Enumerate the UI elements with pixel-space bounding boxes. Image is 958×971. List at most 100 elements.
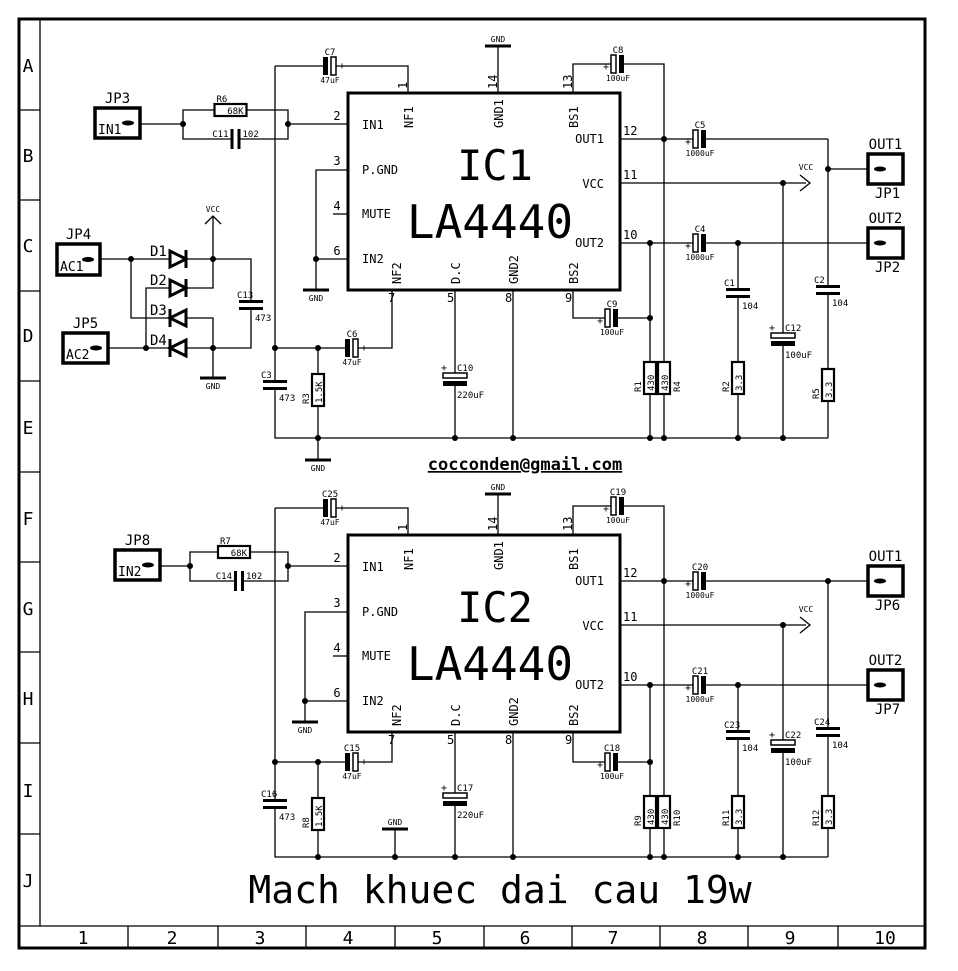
ic-pin-number: 4 bbox=[333, 641, 340, 655]
ic-pin-name: VCC bbox=[582, 177, 604, 191]
out2-capacitor-plate bbox=[692, 233, 699, 253]
zobel1-capacitor-plate bbox=[816, 285, 840, 288]
ac1-connector-top-label: JP4 bbox=[66, 227, 91, 243]
col-label: 1 bbox=[78, 928, 89, 949]
zobel2-capacitor-ref: C1 bbox=[724, 279, 735, 289]
nf2-capacitor-plate bbox=[352, 338, 359, 358]
out2-capacitor-plate bbox=[701, 676, 706, 694]
nf-resistor-body bbox=[310, 796, 326, 832]
ic-pin-number: 1 bbox=[396, 524, 410, 531]
ic-pin-number: 10 bbox=[623, 670, 637, 684]
ic-pin-name: D.C bbox=[449, 704, 463, 726]
nf2-capacitor-value: 47uF bbox=[342, 772, 361, 781]
zobel1-capacitor-plate bbox=[816, 734, 840, 737]
amplifier-block-1: GNDGNDGNDVCCIC1LA4440IN12P.GND3MUTE4IN26… bbox=[93, 35, 905, 473]
zobel1-resistor-value: 3.3 bbox=[825, 382, 835, 398]
vcc-arrow-icon bbox=[799, 616, 812, 634]
input-capacitor-plate bbox=[230, 129, 234, 149]
row-label: A bbox=[23, 56, 34, 77]
col-label: 2 bbox=[167, 928, 178, 949]
zobel2-resistor-value: 3.3 bbox=[735, 375, 745, 391]
diode-icon bbox=[168, 248, 190, 270]
ic-pin-name: GND2 bbox=[507, 697, 521, 726]
junction-dot bbox=[661, 854, 667, 860]
output1-connector-pin bbox=[874, 578, 886, 584]
col-label: 9 bbox=[785, 928, 796, 949]
out2-capacitor-ref: C21 bbox=[692, 667, 708, 677]
out2-capacitor-value: 1000uF bbox=[686, 695, 715, 704]
vcc-capacitor-ref: C12 bbox=[785, 324, 801, 334]
filter-capacitor-gap bbox=[265, 380, 285, 390]
ic-pin-number: 8 bbox=[505, 733, 512, 747]
dc-capacitor-plate bbox=[442, 372, 468, 379]
dc-capacitor-plus-sign: + bbox=[441, 783, 447, 794]
ic-pin-name: IN2 bbox=[362, 252, 384, 266]
zobel1-capacitor-ref: C2 bbox=[814, 276, 825, 286]
row-label: I bbox=[23, 781, 34, 802]
junction-dot bbox=[661, 435, 667, 441]
wire bbox=[130, 259, 214, 348]
nf2-capacitor-ref: C6 bbox=[347, 330, 358, 340]
bootstrap2-resistor-value: 430 bbox=[647, 375, 657, 391]
wire bbox=[275, 290, 393, 349]
bridge-filter-capacitor-value: 473 bbox=[255, 314, 271, 324]
vcc-capacitor-plate bbox=[771, 341, 795, 346]
input-connector-box bbox=[93, 106, 142, 140]
ic-pin-name: IN2 bbox=[362, 694, 384, 708]
nf-resistor-body bbox=[310, 372, 326, 408]
ic-pin-number: 12 bbox=[623, 566, 637, 580]
bs1-capacitor-gap bbox=[613, 497, 623, 515]
zobel1-capacitor-plate bbox=[816, 292, 840, 295]
bootstrap2-resistor-body bbox=[642, 360, 658, 396]
input-connector-pin-label: IN2 bbox=[118, 565, 141, 580]
input-connector-top-label: JP3 bbox=[105, 91, 130, 107]
junction-dot bbox=[661, 578, 667, 584]
diode-bar bbox=[184, 279, 188, 297]
ic-body bbox=[346, 533, 622, 734]
zobel2-capacitor-gap bbox=[728, 288, 748, 298]
vcc-label: VCC bbox=[799, 163, 814, 172]
ic-pin-number: 13 bbox=[561, 75, 575, 89]
ac2-connector-pin bbox=[90, 345, 102, 351]
junction-dot bbox=[735, 435, 741, 441]
input-capacitor-value: 102 bbox=[246, 572, 262, 582]
ic-pin-number: 2 bbox=[333, 551, 340, 565]
out1-capacitor-value: 1000uF bbox=[686, 149, 715, 158]
nf1-capacitor-value: 47uF bbox=[320, 76, 339, 85]
vcc-label: VCC bbox=[799, 605, 814, 614]
row-label: H bbox=[23, 689, 34, 710]
diode-label: D3 bbox=[150, 303, 167, 319]
filter-capacitor-gap bbox=[265, 799, 285, 809]
out1-capacitor-ref: C20 bbox=[692, 563, 708, 573]
amplifier-block-2: GNDGNDGNDVCCIC2LA4440IN12P.GND3MUTE4IN26… bbox=[113, 483, 905, 860]
gnd-label: GND bbox=[388, 818, 403, 827]
row-label: F bbox=[23, 509, 34, 530]
nf1-capacitor-gap bbox=[325, 57, 335, 75]
ic-ref: IC1 bbox=[457, 141, 533, 190]
diode-bar bbox=[184, 250, 188, 268]
filter-capacitor-value: 473 bbox=[279, 394, 295, 404]
bs2-capacitor-gap bbox=[607, 753, 617, 771]
nf2-capacitor-plate bbox=[345, 339, 350, 357]
out2-capacitor-gap bbox=[695, 676, 705, 694]
bootstrap2-resistor-body bbox=[642, 794, 658, 830]
bs1-capacitor-plate bbox=[619, 55, 624, 73]
output1-connector-top-label: OUT1 bbox=[869, 549, 903, 565]
ic-pin-name: BS2 bbox=[567, 262, 581, 284]
out1-capacitor-plus-sign: + bbox=[685, 137, 691, 148]
ac2-connector-box bbox=[61, 331, 110, 365]
ic-pin-name: NF1 bbox=[402, 106, 416, 128]
row-label: C bbox=[23, 236, 34, 257]
ground-rail bbox=[274, 66, 828, 439]
input-connector-top-label: JP8 bbox=[125, 533, 150, 549]
col-label: 5 bbox=[432, 928, 443, 949]
nf2-capacitor-plate bbox=[352, 752, 359, 772]
ic-pin-name: P.GND bbox=[362, 605, 398, 619]
vcc-label: VCC bbox=[206, 205, 221, 214]
input-connector-pin bbox=[122, 120, 134, 126]
bridge-filter-capacitor-ref: C13 bbox=[237, 291, 253, 301]
zobel1-resistor-ref: R5 bbox=[812, 388, 822, 399]
ic-pin-number: 4 bbox=[333, 199, 340, 213]
vcc-capacitor-plate bbox=[770, 739, 796, 746]
